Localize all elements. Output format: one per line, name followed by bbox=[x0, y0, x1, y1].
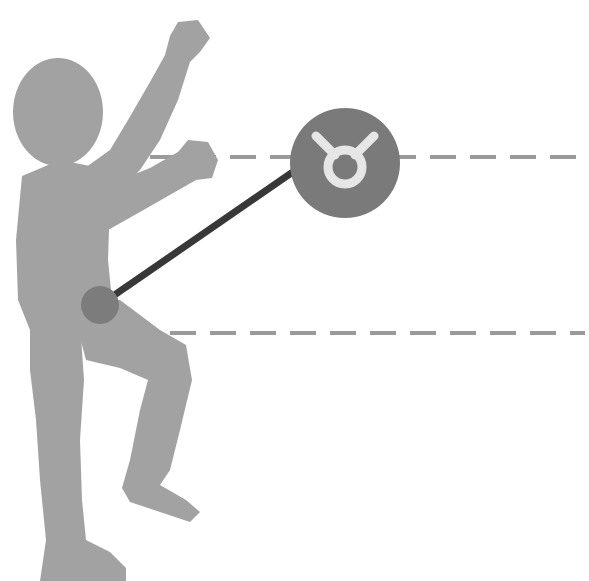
fall-protection-anchor-icon bbox=[290, 108, 400, 218]
anchor-badge-circle bbox=[290, 108, 400, 218]
head bbox=[13, 58, 103, 166]
waist-attachment-point-icon bbox=[81, 286, 119, 324]
